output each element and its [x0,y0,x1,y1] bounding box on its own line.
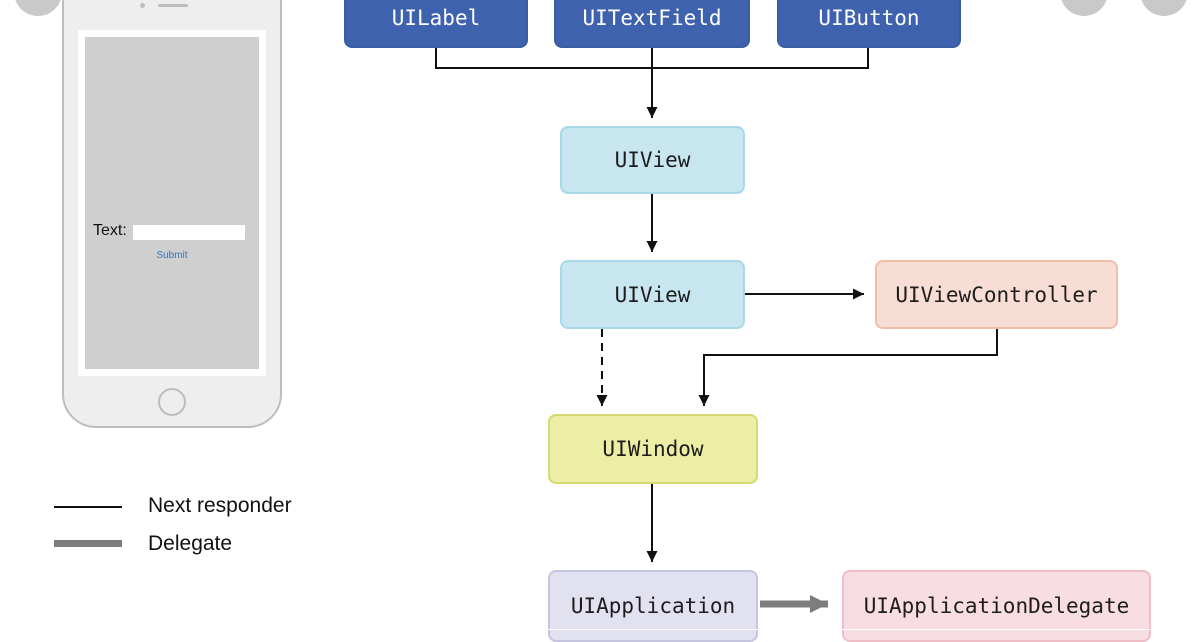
node-uiapplicationdelegate: UIApplicationDelegate [842,570,1151,642]
node-uiviewcontroller: UIViewController [875,260,1118,329]
edge-uiviewcontroller-to-uiwindow [698,329,998,406]
legend-delegate-swatch [54,540,122,547]
iphone-illustration: Text: Submit [62,0,282,428]
node-uiapplication: UIApplication [548,570,758,642]
corner-button-right-1[interactable] [1060,0,1108,16]
node-uiview-mid: UIView [560,260,745,329]
node-uitextfield: UITextField [554,0,750,48]
legend-delegate-label: Delegate [148,532,233,555]
phone-screen: Text: Submit [78,30,266,376]
phone-speaker-icon [158,4,188,7]
corner-button-right-2[interactable] [1140,0,1188,16]
node-uiview-top: UIView [560,126,745,194]
corner-button-left[interactable] [14,0,62,16]
phone-camera-icon [140,3,145,8]
node-uibutton: UIButton [777,0,961,48]
phone-text-label: Text: [93,222,127,239]
edge-uilabel-merge [435,46,652,69]
node-uiwindow: UIWindow [548,414,758,484]
legend-next-responder-swatch [54,506,122,508]
phone-home-button-icon [158,388,186,416]
legend-next-responder-label: Next responder [148,494,292,517]
edge-uibutton-merge [652,46,869,69]
phone-submit-button: Submit [156,250,188,261]
phone-text-field [133,225,245,240]
node-uilabel: UILabel [344,0,528,48]
